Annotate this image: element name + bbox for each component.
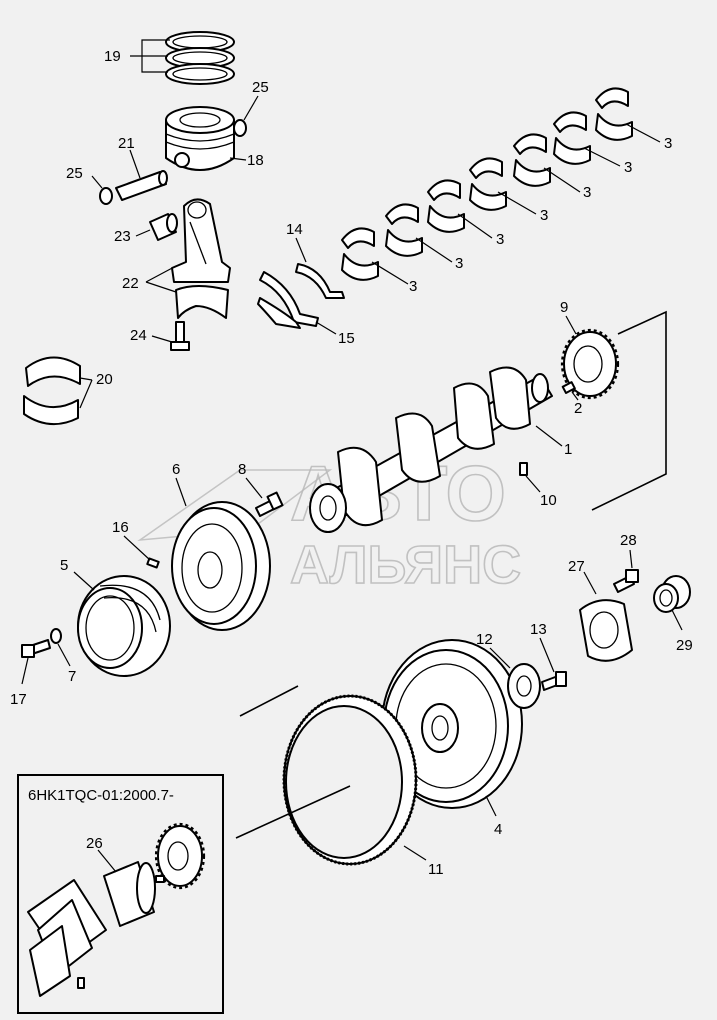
thrust-washer-upper: [295, 263, 345, 299]
label-21: 21: [118, 135, 135, 152]
watermark-line2: АЛЬЯНС: [290, 535, 521, 595]
retainer-bolt: [613, 569, 639, 593]
inset-sleeve: [103, 861, 156, 927]
label-20: 20: [96, 371, 113, 388]
bushing: [149, 213, 178, 241]
inset-dowel: [77, 977, 85, 989]
inset-key: [155, 875, 165, 883]
label-19: 19: [104, 48, 121, 65]
piston: [165, 106, 235, 171]
flywheel-plate: [507, 663, 541, 709]
ring-gear: [282, 694, 418, 866]
label-23: 23: [114, 228, 131, 245]
crank-pulley: [171, 501, 271, 631]
label-3d: 3: [540, 207, 548, 224]
inset-box: 6HK1TQC-01:2000.7-: [17, 774, 224, 1014]
seal-retainer: [579, 599, 633, 662]
label-14: 14: [286, 221, 303, 238]
damper-pulley: [77, 575, 171, 677]
label-11: 11: [428, 861, 444, 878]
label-25-right: 25: [252, 79, 269, 96]
pilot-bearing: [653, 575, 691, 613]
main-bearing-shell: [553, 111, 591, 165]
label-8: 8: [238, 461, 246, 478]
crankshaft: [309, 366, 553, 533]
pulley-pin: [146, 557, 160, 569]
inset-gear: [154, 822, 206, 890]
rod-bearing: [23, 356, 81, 425]
label-24: 24: [130, 327, 147, 344]
label-3e: 3: [496, 231, 504, 248]
label-15: 15: [338, 330, 355, 347]
washer: [50, 628, 62, 644]
label-5: 5: [60, 557, 68, 574]
main-bearing-shell: [513, 133, 551, 187]
label-3c: 3: [583, 184, 591, 201]
label-28: 28: [620, 532, 637, 549]
flywheel-bolt: [541, 671, 567, 691]
label-17: 17: [10, 691, 27, 708]
crank-gear: [560, 328, 620, 400]
inset-title: 6HK1TQC-01:2000.7-: [28, 787, 174, 804]
label-1: 1: [564, 441, 572, 458]
flywheel: [381, 639, 523, 809]
woodruff-key: [561, 381, 576, 394]
main-bearing-shell: [341, 227, 379, 281]
label-2: 2: [574, 400, 582, 417]
pulley-bolt-front: [21, 639, 51, 658]
bearing-cap: [175, 285, 229, 319]
piston-rings: [165, 31, 235, 85]
assembly-line-left: [235, 685, 351, 839]
label-16: 16: [112, 519, 129, 536]
rod-bolt: [170, 321, 190, 351]
main-bearing-shell: [469, 157, 507, 211]
dowel-pin: [519, 462, 528, 476]
label-4: 4: [494, 821, 502, 838]
inset-crankshaft-end: [27, 879, 107, 997]
connecting-rod: [171, 198, 231, 283]
label-12: 12: [476, 631, 493, 648]
assembly-line-right: [591, 310, 667, 511]
piston-pin: [115, 170, 168, 201]
main-bearing-shell: [385, 203, 423, 257]
main-bearing-shell: [427, 179, 465, 233]
thrust-washer-lower: [257, 271, 319, 329]
snap-ring-left: [99, 187, 113, 205]
label-6: 6: [172, 461, 180, 478]
label-10: 10: [540, 492, 557, 509]
label-29: 29: [676, 637, 693, 654]
pulley-bolt: [255, 491, 284, 517]
label-27: 27: [568, 558, 585, 575]
label-13: 13: [530, 621, 547, 638]
label-3f: 3: [455, 255, 463, 272]
label-9: 9: [560, 299, 568, 316]
label-3b: 3: [624, 159, 632, 176]
label-3a: 3: [664, 135, 672, 152]
main-bearings: [341, 87, 633, 281]
snap-ring-right: [233, 119, 247, 137]
label-3g: 3: [409, 278, 417, 295]
main-bearing-shell: [595, 87, 633, 141]
label-22: 22: [122, 275, 139, 292]
label-18: 18: [247, 152, 264, 169]
label-25-left: 25: [66, 165, 83, 182]
label-7: 7: [68, 668, 76, 685]
label-26: 26: [86, 835, 103, 852]
